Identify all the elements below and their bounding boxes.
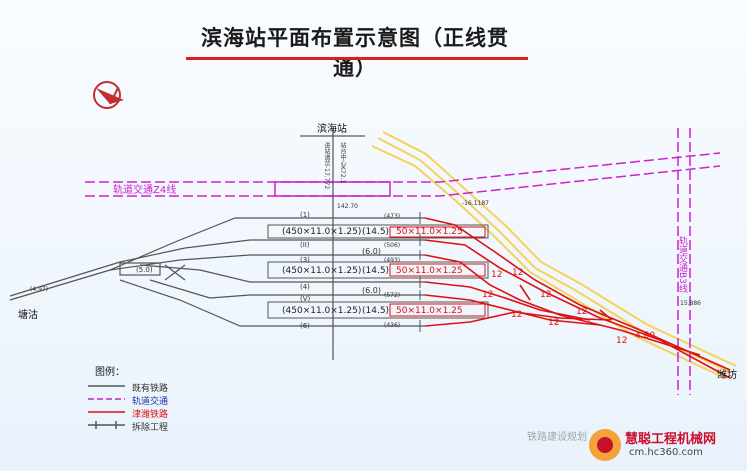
rail-b3-label: 轨道交通B3线 <box>677 236 687 293</box>
red-12-d: 12 <box>540 290 552 300</box>
code-2: (506) <box>384 242 401 249</box>
legend-transit: 轨道交通 <box>132 397 169 407</box>
watermark-url: cm.hc360.com <box>629 447 703 458</box>
platforms <box>267 224 489 319</box>
track-num-1: (1) <box>300 211 310 219</box>
legend-existing: 既有铁路 <box>132 384 169 394</box>
platform-width-1: (14.5) <box>362 227 390 237</box>
code-4: (572) <box>384 292 401 299</box>
red-12-b: 12 <box>512 268 524 278</box>
right-small: 15.886 <box>680 300 701 307</box>
legend-jinwei: 津潍铁路 <box>132 410 169 420</box>
speed-label: 4.60 <box>635 331 656 341</box>
code-3: (493) <box>384 257 401 264</box>
rail-z4-label: 轨道交通Z4线 <box>113 185 177 196</box>
gap-1: (6.0) <box>362 247 381 256</box>
brand-logo-icon <box>589 429 621 461</box>
title-underline <box>186 57 528 60</box>
platform-width-3: (14.5) <box>362 306 390 316</box>
track-num-4: (4) <box>300 283 310 291</box>
weifang-label: 潍坊 <box>717 370 737 381</box>
transit-b3-line <box>677 128 691 395</box>
red-12-e: 12 <box>511 310 523 320</box>
compass-icon <box>93 81 124 109</box>
yellow-bypass <box>371 131 737 379</box>
num-short: -16.1187 <box>462 200 489 207</box>
legend-title: 图例： <box>95 367 125 378</box>
track-num-6: (6) <box>300 322 310 330</box>
num-short-2: 142.70 <box>337 203 358 210</box>
platform-width-2: (14.5) <box>362 266 390 276</box>
watermark: 慧聪工程机械网 cm.hc360.com <box>587 427 737 463</box>
platform-dim-1: (450×11.0×1.25) <box>282 227 362 237</box>
gap-2: (6.0) <box>362 286 381 295</box>
station-label: 滨海站 <box>317 124 347 135</box>
track-num-5: (V) <box>300 295 311 303</box>
vertical-note: 进站道岔-17.772 <box>323 142 330 190</box>
legend-demolition: 拆除工程 <box>132 423 169 433</box>
platform-dim-3: (450×11.0×1.25) <box>282 306 362 316</box>
gap-3: (5.0) <box>136 266 153 274</box>
jinwei-railway <box>424 217 731 379</box>
code-5: (436) <box>384 322 401 329</box>
page-title: 滨海站平面布置示意图（正线贯通） <box>201 26 509 80</box>
platform-dim-2: (450×11.0×1.25) <box>282 266 362 276</box>
red-12-f: 12 <box>548 318 560 328</box>
new-platform-2: 50×11.0×1.25 <box>396 266 463 276</box>
legend-swatches <box>88 385 125 429</box>
track-num-2: (II) <box>300 241 310 249</box>
red-12-a: 12 <box>491 270 503 280</box>
watermark-brand: 慧聪工程机械网 <box>625 432 717 447</box>
red-12-g: 12 <box>576 307 588 317</box>
existing-tracks <box>9 217 425 327</box>
code-1: (473) <box>384 213 401 220</box>
red-12-c: 12 <box>482 290 494 300</box>
vertical-note-2: 站台中心K72.1 <box>339 142 346 184</box>
new-platform-1: 50×11.0×1.25 <box>396 227 463 237</box>
tanggu-label: 塘沽 <box>18 310 38 321</box>
new-platform-3: 50×11.0×1.25 <box>396 306 463 316</box>
watermark-faded: 铁路建设规划 <box>527 432 587 443</box>
red-12-h: 12 <box>616 336 628 346</box>
small-left: (4.97) <box>30 286 49 293</box>
track-num-3: (3) <box>300 256 310 264</box>
